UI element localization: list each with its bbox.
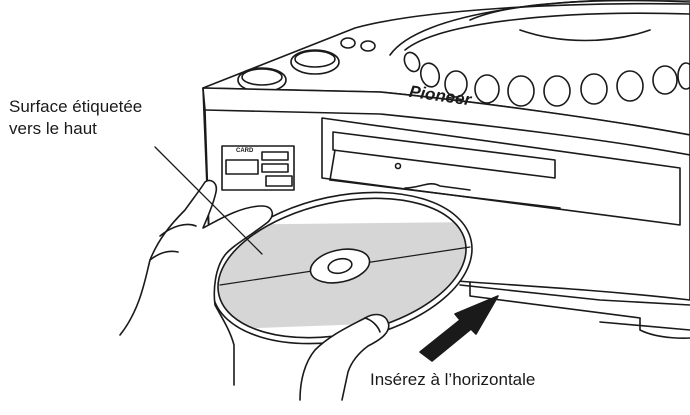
card-label: CARD	[236, 148, 254, 154]
top-right-button	[290, 49, 340, 75]
slot-indicator	[394, 162, 402, 170]
jog-dial-inner	[404, 12, 690, 51]
insert-arrow-lower	[419, 295, 499, 362]
player-base	[459, 284, 690, 306]
surface-label-line1: Surface étiquetée	[9, 97, 143, 116]
small-knob-left	[340, 37, 356, 49]
small-knob-right	[360, 40, 376, 52]
jog-platter	[469, 0, 690, 21]
right-hand	[299, 313, 390, 401]
cd-disc	[205, 191, 479, 345]
surface-label-callout: Surface étiquetée vers le haut	[9, 96, 142, 140]
jog-platter-inner	[519, 29, 651, 42]
disc-slot	[332, 131, 556, 179]
jog-dial-holes	[403, 51, 690, 107]
surface-label-line2: vers le haut	[9, 119, 97, 138]
label-leader-line	[154, 146, 263, 255]
insert-horizontal-label: Insérez à l’horizontale	[370, 370, 536, 389]
